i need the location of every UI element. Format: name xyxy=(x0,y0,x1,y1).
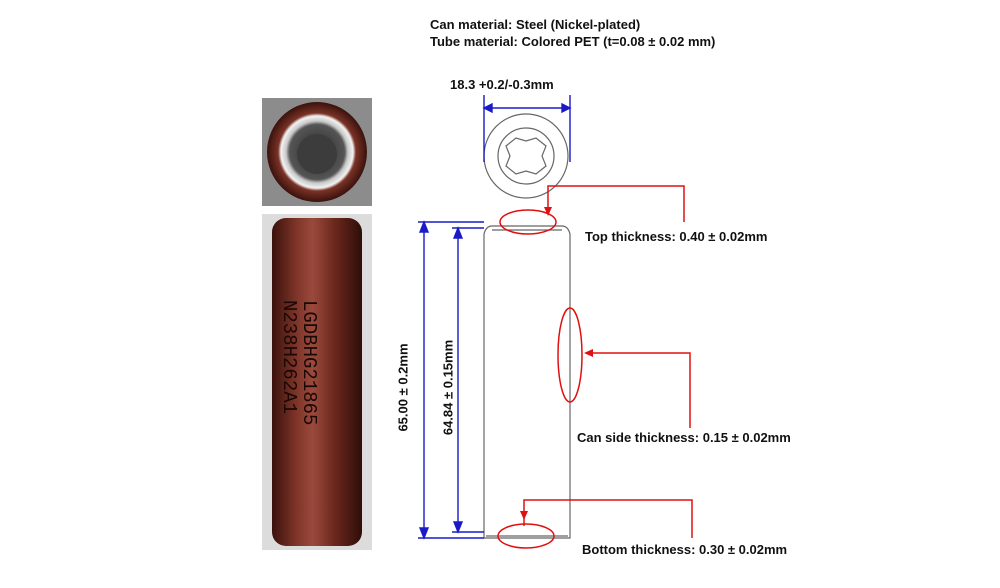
height-dimensions xyxy=(418,220,484,540)
diameter-label: 18.3 +0.2/-0.3mm xyxy=(450,77,554,92)
battery-print-line1: LGDBHG21865 xyxy=(298,300,320,425)
battery-print-line2: N238H262A1 xyxy=(278,300,300,414)
side-thickness-label: Can side thickness: 0.15 ± 0.02mm xyxy=(577,430,791,445)
side-photo-battery xyxy=(272,218,362,546)
battery-print: LGDBHG21865 N238H262A1 xyxy=(278,300,320,425)
height-inner-label: 64.84 ± 0.15mm xyxy=(440,339,456,436)
tube-material-spec: Tube material: Colored PET (t=0.08 ± 0.0… xyxy=(430,34,716,49)
side-view xyxy=(483,225,571,539)
callout-arrowheads xyxy=(520,207,593,520)
diameter-dimension xyxy=(482,95,572,162)
height-outer-label: 65.00 ± 0.2mm xyxy=(395,343,411,432)
top-photo-terminal xyxy=(297,134,337,174)
top-thickness-label: Top thickness: 0.40 ± 0.02mm xyxy=(585,229,768,244)
bottom-thickness-label: Bottom thickness: 0.30 ± 0.02mm xyxy=(582,542,788,557)
can-material-spec: Can material: Steel (Nickel-plated) xyxy=(430,17,641,32)
